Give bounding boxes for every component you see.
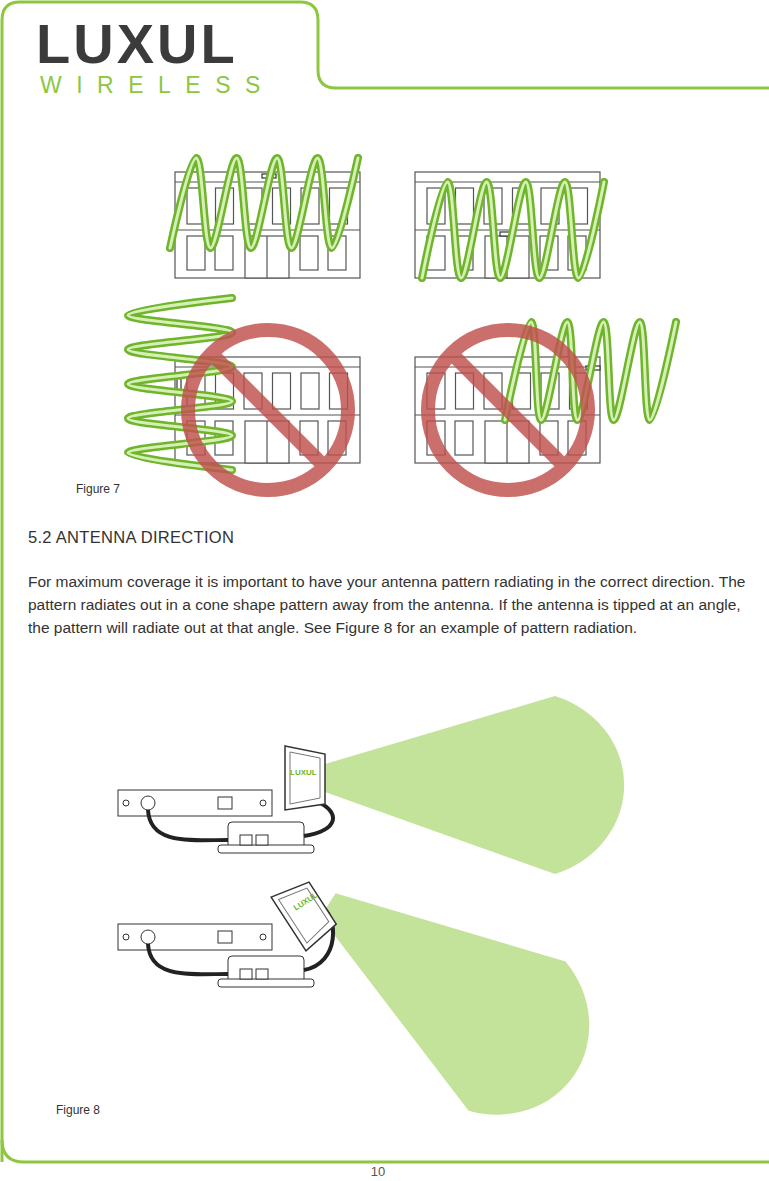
signal-wave [128, 298, 232, 470]
logo-text: LUXUL [36, 12, 238, 76]
page-number: 10 [371, 1165, 385, 1180]
signal-wave [422, 182, 604, 278]
page-frame [2, 1140, 769, 1162]
signal-wave [170, 158, 358, 248]
prohibition-sign [188, 330, 348, 490]
figure-caption: Figure 7 [76, 483, 120, 497]
antenna-figures [118, 696, 624, 1148]
section-heading: 5.2 ANTENNA DIRECTION [28, 528, 234, 547]
radiation-cone [325, 696, 624, 874]
figure-caption: Figure 8 [56, 1104, 100, 1118]
panel-antenna [271, 875, 339, 950]
building-figures [128, 158, 676, 490]
body-text: For maximum coverage it is important to … [28, 570, 748, 639]
panel-antenna [285, 746, 325, 810]
radiation-cone [276, 836, 624, 1148]
logo-subtext: WIRELESS [40, 72, 275, 98]
page-frame [2, 2, 769, 1162]
prohibition-sign [428, 330, 588, 490]
antenna-logo: LUXUL [290, 768, 317, 777]
